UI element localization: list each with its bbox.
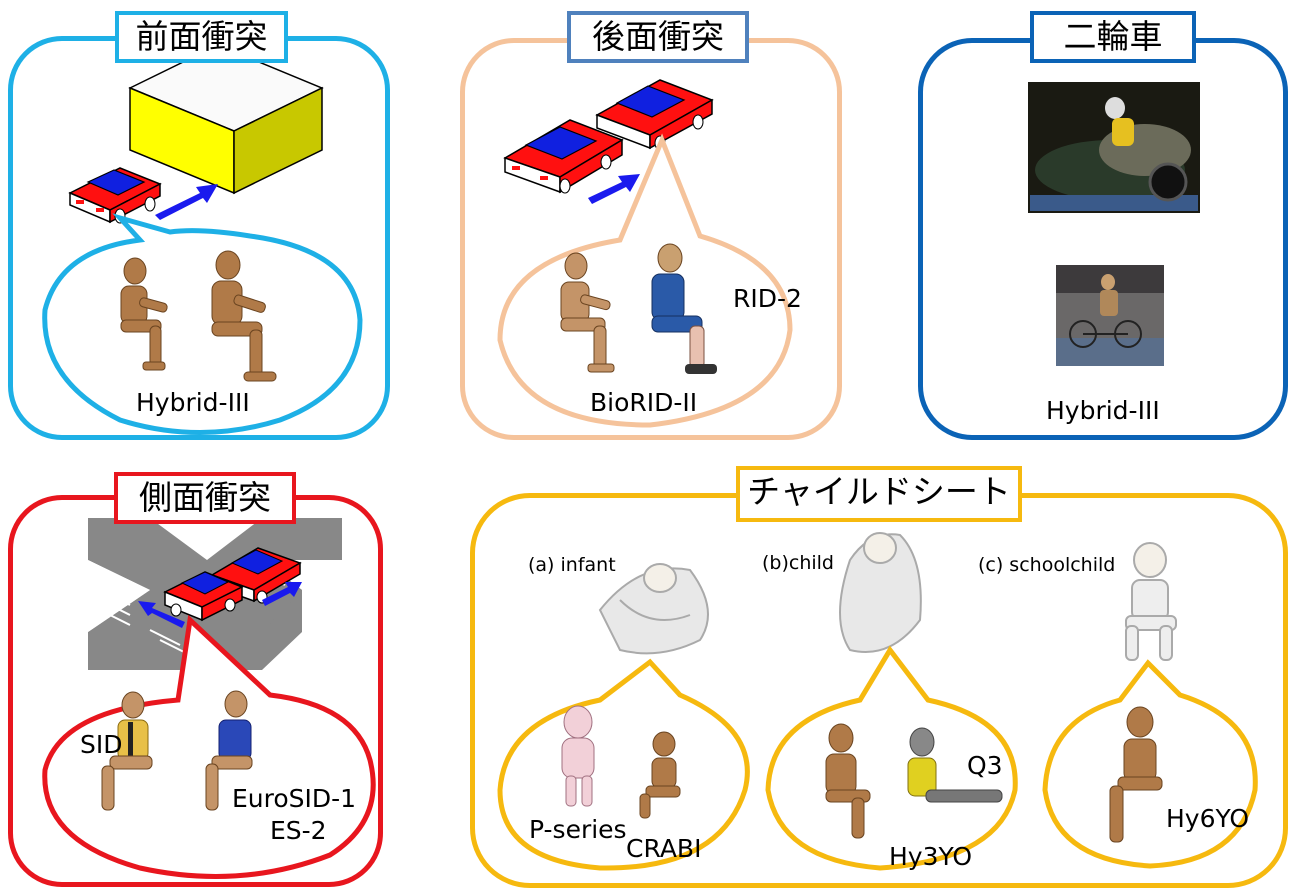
striking-car	[503, 119, 624, 194]
child-seat-title: チャイルドシート	[736, 466, 1022, 522]
motion-arrow-left	[138, 601, 185, 628]
barrier-block	[128, 44, 324, 195]
hybrid-iii-dummy-right	[211, 250, 277, 382]
category-schoolchild-label: (c) schoolchild	[978, 554, 1116, 576]
side-title: 側面衝突	[114, 472, 296, 524]
sid-dummy	[101, 691, 153, 811]
dummy-label-crabi: CRABI	[626, 834, 702, 863]
two-wheeler-dummy-label: Hybrid-III	[1046, 396, 1160, 425]
rear-dummy-label-rid2: RID-2	[733, 284, 802, 313]
rid-2-dummy	[651, 243, 717, 374]
motorcycle-crash-photo	[1028, 82, 1200, 213]
dummy-label-hy3yo: Hy3YO	[889, 842, 973, 871]
red-car	[68, 167, 162, 224]
hybrid-iii-dummy-left	[120, 257, 168, 371]
category-child-label: (b)child	[762, 552, 834, 574]
biorid-ii-dummy	[560, 252, 615, 373]
category-infant-label: (a) infant	[528, 554, 616, 576]
bicycle-crash-photo	[1056, 265, 1164, 366]
rear-title: 後面衝突	[567, 11, 749, 63]
motion-arrow-right	[262, 582, 302, 606]
q3-dummy	[907, 727, 1003, 803]
motion-arrow	[155, 184, 218, 220]
struck-car	[595, 79, 714, 151]
dummy-balloon	[497, 133, 793, 428]
dummy-label-hy6yo: Hy6YO	[1166, 804, 1250, 833]
child-seat-drawing	[839, 532, 922, 653]
side-dummy-label-eurosid: EuroSID-1	[232, 784, 357, 813]
schoolchild-drawing	[1125, 542, 1177, 661]
side-dummy-label-sid: SID	[80, 730, 123, 759]
infant-balloon	[497, 658, 750, 871]
side-dummy-label-es2: ES-2	[270, 816, 327, 845]
infant-seat-drawing	[598, 563, 709, 655]
dummy-label-p-series: P-series	[529, 815, 627, 844]
frontal-title: 前面衝突	[115, 11, 288, 63]
dummy-label-q3: Q3	[967, 751, 1003, 780]
crabi-dummy	[639, 731, 681, 819]
struck-car	[163, 571, 244, 622]
hy6yo-dummy	[1109, 706, 1163, 843]
eurosid-dummy	[205, 690, 253, 811]
p-series-dummy	[561, 705, 595, 807]
rear-dummy-label-biorid: BioRID-II	[590, 388, 698, 417]
two-wheeler-title: 二輪車	[1030, 11, 1196, 63]
dummy-balloon	[42, 614, 376, 879]
motion-arrow	[588, 174, 640, 204]
hy3yo-dummy	[825, 723, 871, 839]
child-balloon	[765, 645, 1018, 871]
frontal-dummy-label: Hybrid-III	[136, 388, 250, 417]
